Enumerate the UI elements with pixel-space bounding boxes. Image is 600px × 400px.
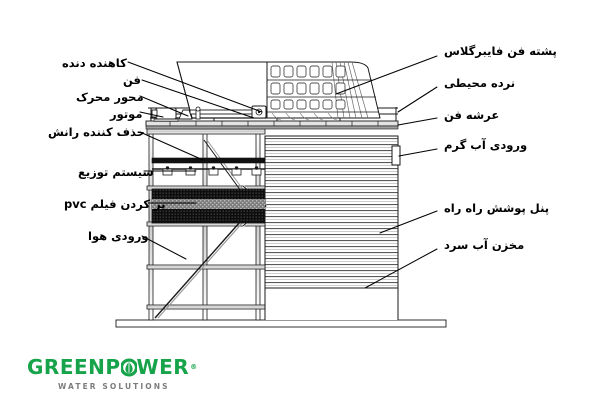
logo-name-part2: WER	[136, 355, 190, 379]
structural-frame	[146, 128, 268, 321]
drift-eliminator-band	[151, 157, 266, 164]
callout-label-corrugated-casing: پنل پوشش راه راه	[444, 201, 550, 215]
callout-label-fan-deck: عرشه فن	[444, 108, 500, 122]
callout-label-fiberglass-fan-stack: پشته فن فایبرگلاس	[444, 44, 557, 58]
callout-label-drive-shaft: محور محرک	[76, 90, 144, 104]
leader-line-gear-reducer	[127, 61, 263, 113]
leader-line-fan	[141, 79, 255, 119]
callout-label-perimeter-handrail: نرده محیطی	[444, 76, 516, 90]
foundation-slab	[115, 319, 447, 328]
callout-label-fan: فن	[123, 73, 141, 87]
plenum-hood	[176, 61, 268, 119]
leader-line-corrugated-casing	[379, 210, 438, 234]
mechanical-equipment-assembly	[150, 105, 267, 122]
callout-label-hot-water-inlet: ورودی آب گرم	[444, 138, 528, 152]
logo-wordmark: GREENP WER®	[27, 357, 227, 377]
leader-line-air-inlet	[141, 235, 187, 260]
leader-line-hot-water-inlet	[398, 148, 438, 157]
callout-label-drift-eliminator: حذف کننده رانش	[48, 125, 145, 139]
leader-line-drive-shaft	[139, 95, 189, 117]
callout-label-motor: موتور	[110, 107, 143, 121]
logo-name-part1: GREENP	[27, 355, 121, 379]
company-logo[interactable]: GREENP WER® WATER SOLUTIONS	[27, 357, 227, 393]
pvc-film-fill-block	[151, 188, 266, 224]
leader-lines	[127, 55, 438, 289]
registered-trademark-icon: ®	[190, 362, 198, 371]
leader-line-fan-deck	[397, 117, 438, 126]
callout-label-air-inlet: ورودی هوا	[88, 229, 149, 243]
callout-label-distribution-system: سیستم توزیع	[78, 165, 154, 179]
water-drop-leaf-icon	[120, 358, 137, 377]
leader-line-motor	[139, 111, 164, 118]
fiberglass-fan-stack	[266, 61, 381, 121]
distribution-system-assembly	[152, 166, 265, 176]
leader-line-drift-eliminator	[139, 131, 204, 161]
hot-water-inlet-nozzle	[391, 145, 401, 166]
leader-line-cold-water-basin	[364, 248, 438, 289]
cold-water-basin	[264, 287, 399, 320]
fan-deck	[145, 120, 399, 130]
callout-label-gear-reducer: کاهنده دنده	[62, 56, 127, 70]
leader-line-perimeter-handrail	[397, 86, 438, 113]
logo-tagline: WATER SOLUTIONS	[58, 382, 170, 391]
leader-line-fiberglass-fan-stack	[335, 55, 438, 95]
corrugated-casing-panel	[264, 135, 399, 289]
callout-label-cold-water-basin: مخزن آب سرد	[444, 238, 525, 252]
callout-label-pvc-film-fill: پر کردن فیلم pvc	[64, 197, 166, 211]
